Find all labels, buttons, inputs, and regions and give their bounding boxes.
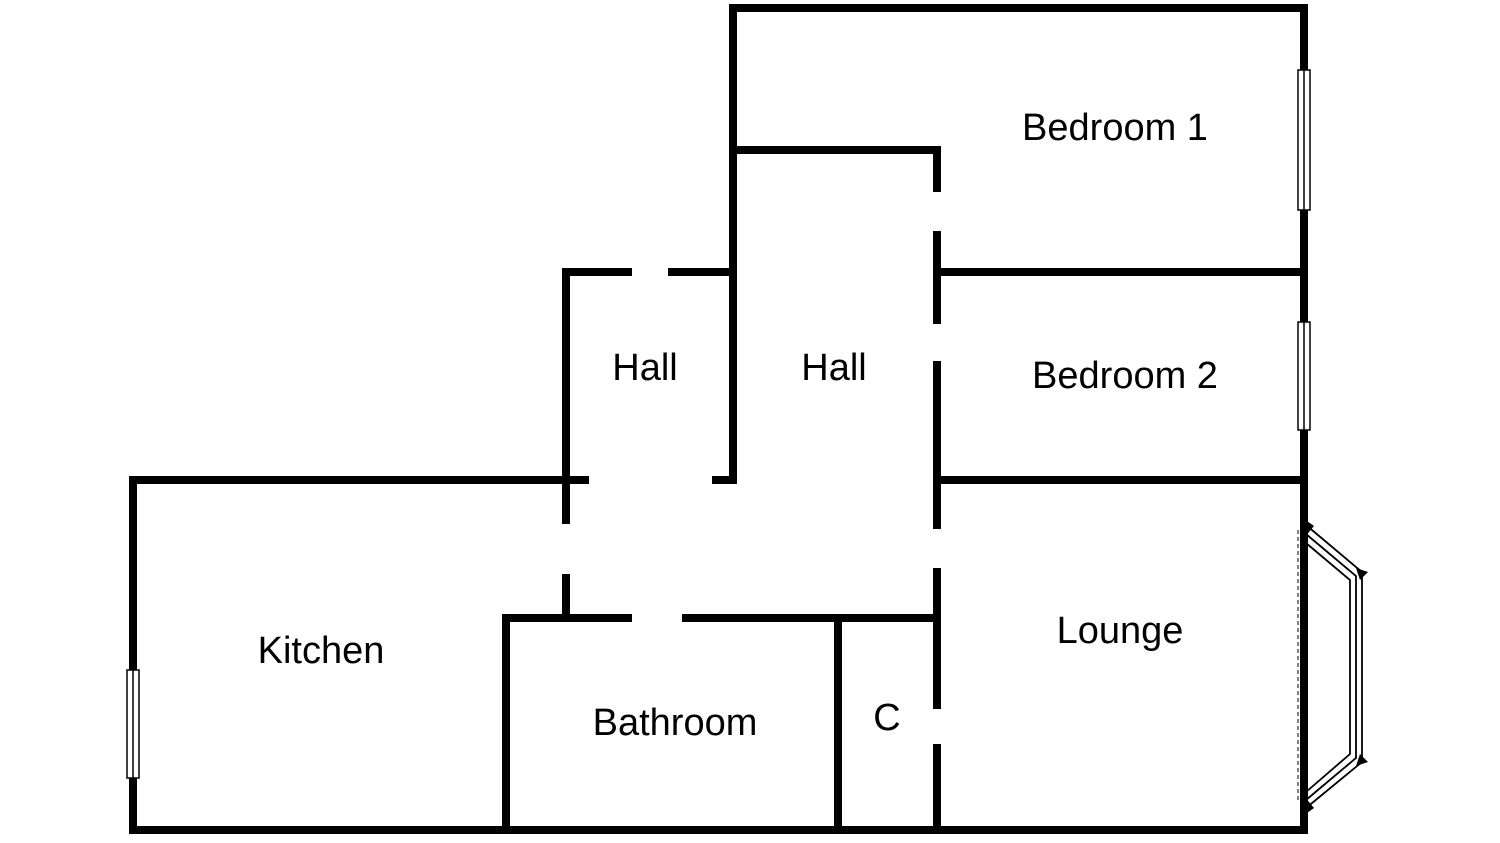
bay-window-lounge [1297,516,1368,818]
window-bedroom-1 [1297,69,1311,211]
window-bedroom-2 [1297,321,1311,431]
room-labels: Bedroom 1 Bedroom 2 Hall Hall Kitchen Ba… [258,107,1218,744]
room-label-bathroom: Bathroom [593,702,758,744]
room-label-kitchen: Kitchen [258,630,385,672]
room-label-bedroom-1: Bedroom 1 [1022,107,1208,149]
bathroom-left-wall [502,614,570,834]
kitchen-hall-stub [562,574,632,622]
room-label-cupboard: C [873,697,900,739]
outer-wall [129,4,1308,834]
windows [126,69,1368,818]
hall-top-wall [736,146,941,192]
window-kitchen [126,669,140,779]
walls [129,4,1308,834]
room-label-hall-left: Hall [612,347,677,389]
room-label-lounge: Lounge [1057,610,1184,652]
room-label-bedroom-2: Bedroom 2 [1032,355,1218,397]
small-hall-left-wall [562,268,632,524]
room-label-hall-right: Hall [801,347,866,389]
